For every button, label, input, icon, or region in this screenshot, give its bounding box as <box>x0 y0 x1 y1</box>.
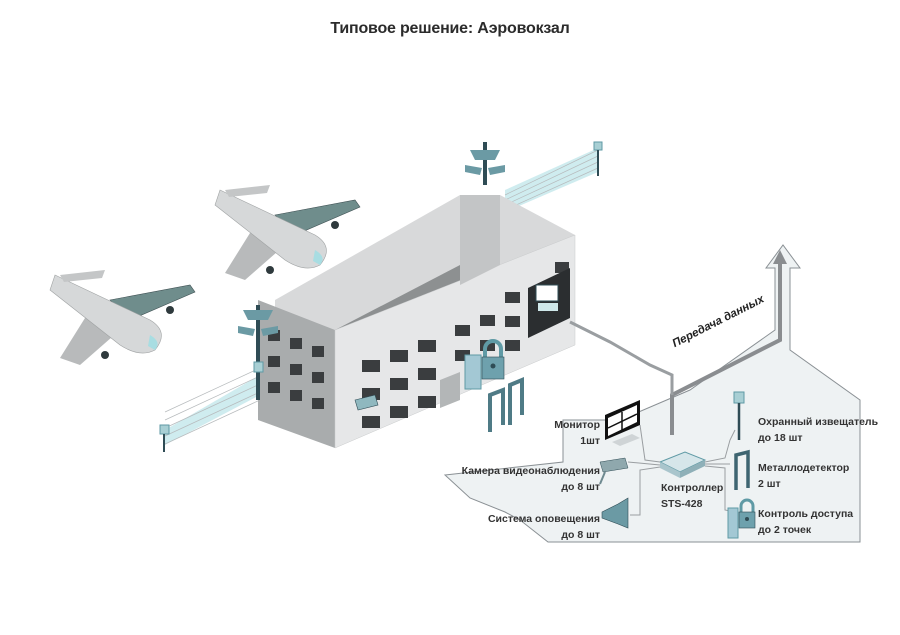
cctv-camera-icon <box>354 394 379 411</box>
monitor-label: Монитор 1шт <box>540 417 600 449</box>
device-name: Металлодетектор <box>758 462 850 474</box>
device-name: Камера видеонаблюдения <box>461 465 600 477</box>
controller-icon <box>658 451 707 478</box>
surveillance-mast-icon <box>238 142 505 400</box>
notification-label: Система оповещения до 8 шт <box>440 511 600 543</box>
monitor-icon <box>605 400 640 446</box>
controller-name: Контроллер <box>661 482 724 494</box>
connection-lines <box>627 424 736 516</box>
metal-detector-label: Металлодетектор 2 шт <box>758 460 849 492</box>
device-name: Монитор <box>554 419 600 431</box>
airplane-icon <box>214 185 361 280</box>
sensor-label: Охранный извещатель до 18 шт <box>758 414 878 446</box>
cctv-camera-icon <box>599 457 629 485</box>
controller-label: Контроллер STS-428 <box>661 480 723 512</box>
access-control-label: Контроль доступа до 2 точек <box>758 506 853 538</box>
perimeter-beam-icon <box>159 141 603 452</box>
motion-sensor-icon <box>733 391 745 440</box>
airplane-icon <box>49 270 196 365</box>
arrow-up-icon <box>670 262 782 435</box>
device-name: Охранный извещатель <box>758 416 879 428</box>
devices-panel <box>443 244 861 543</box>
camera-label: Камера видеонаблюдения до 8 шт <box>440 463 600 495</box>
controller-model: STS-428 <box>661 498 703 510</box>
device-count: до 2 точек <box>758 524 812 536</box>
loudspeaker-icon <box>601 497 629 529</box>
padlock-icon <box>464 339 505 390</box>
padlock-icon <box>727 498 756 539</box>
device-count: 1шт <box>580 435 600 447</box>
device-count: до 18 шт <box>758 432 803 444</box>
terminal-building-icon <box>258 195 576 449</box>
metal-detector-icon <box>488 377 524 432</box>
metal-detector-icon <box>734 449 750 490</box>
device-count: до 8 шт <box>561 481 600 493</box>
page-title: Типовое решение: Аэровокзал <box>330 20 570 37</box>
device-count: до 8 шт <box>561 529 600 541</box>
device-count: 2 шт <box>758 478 781 490</box>
device-name: Контроль доступа <box>758 508 854 520</box>
device-name: Система оповещения <box>487 513 600 525</box>
